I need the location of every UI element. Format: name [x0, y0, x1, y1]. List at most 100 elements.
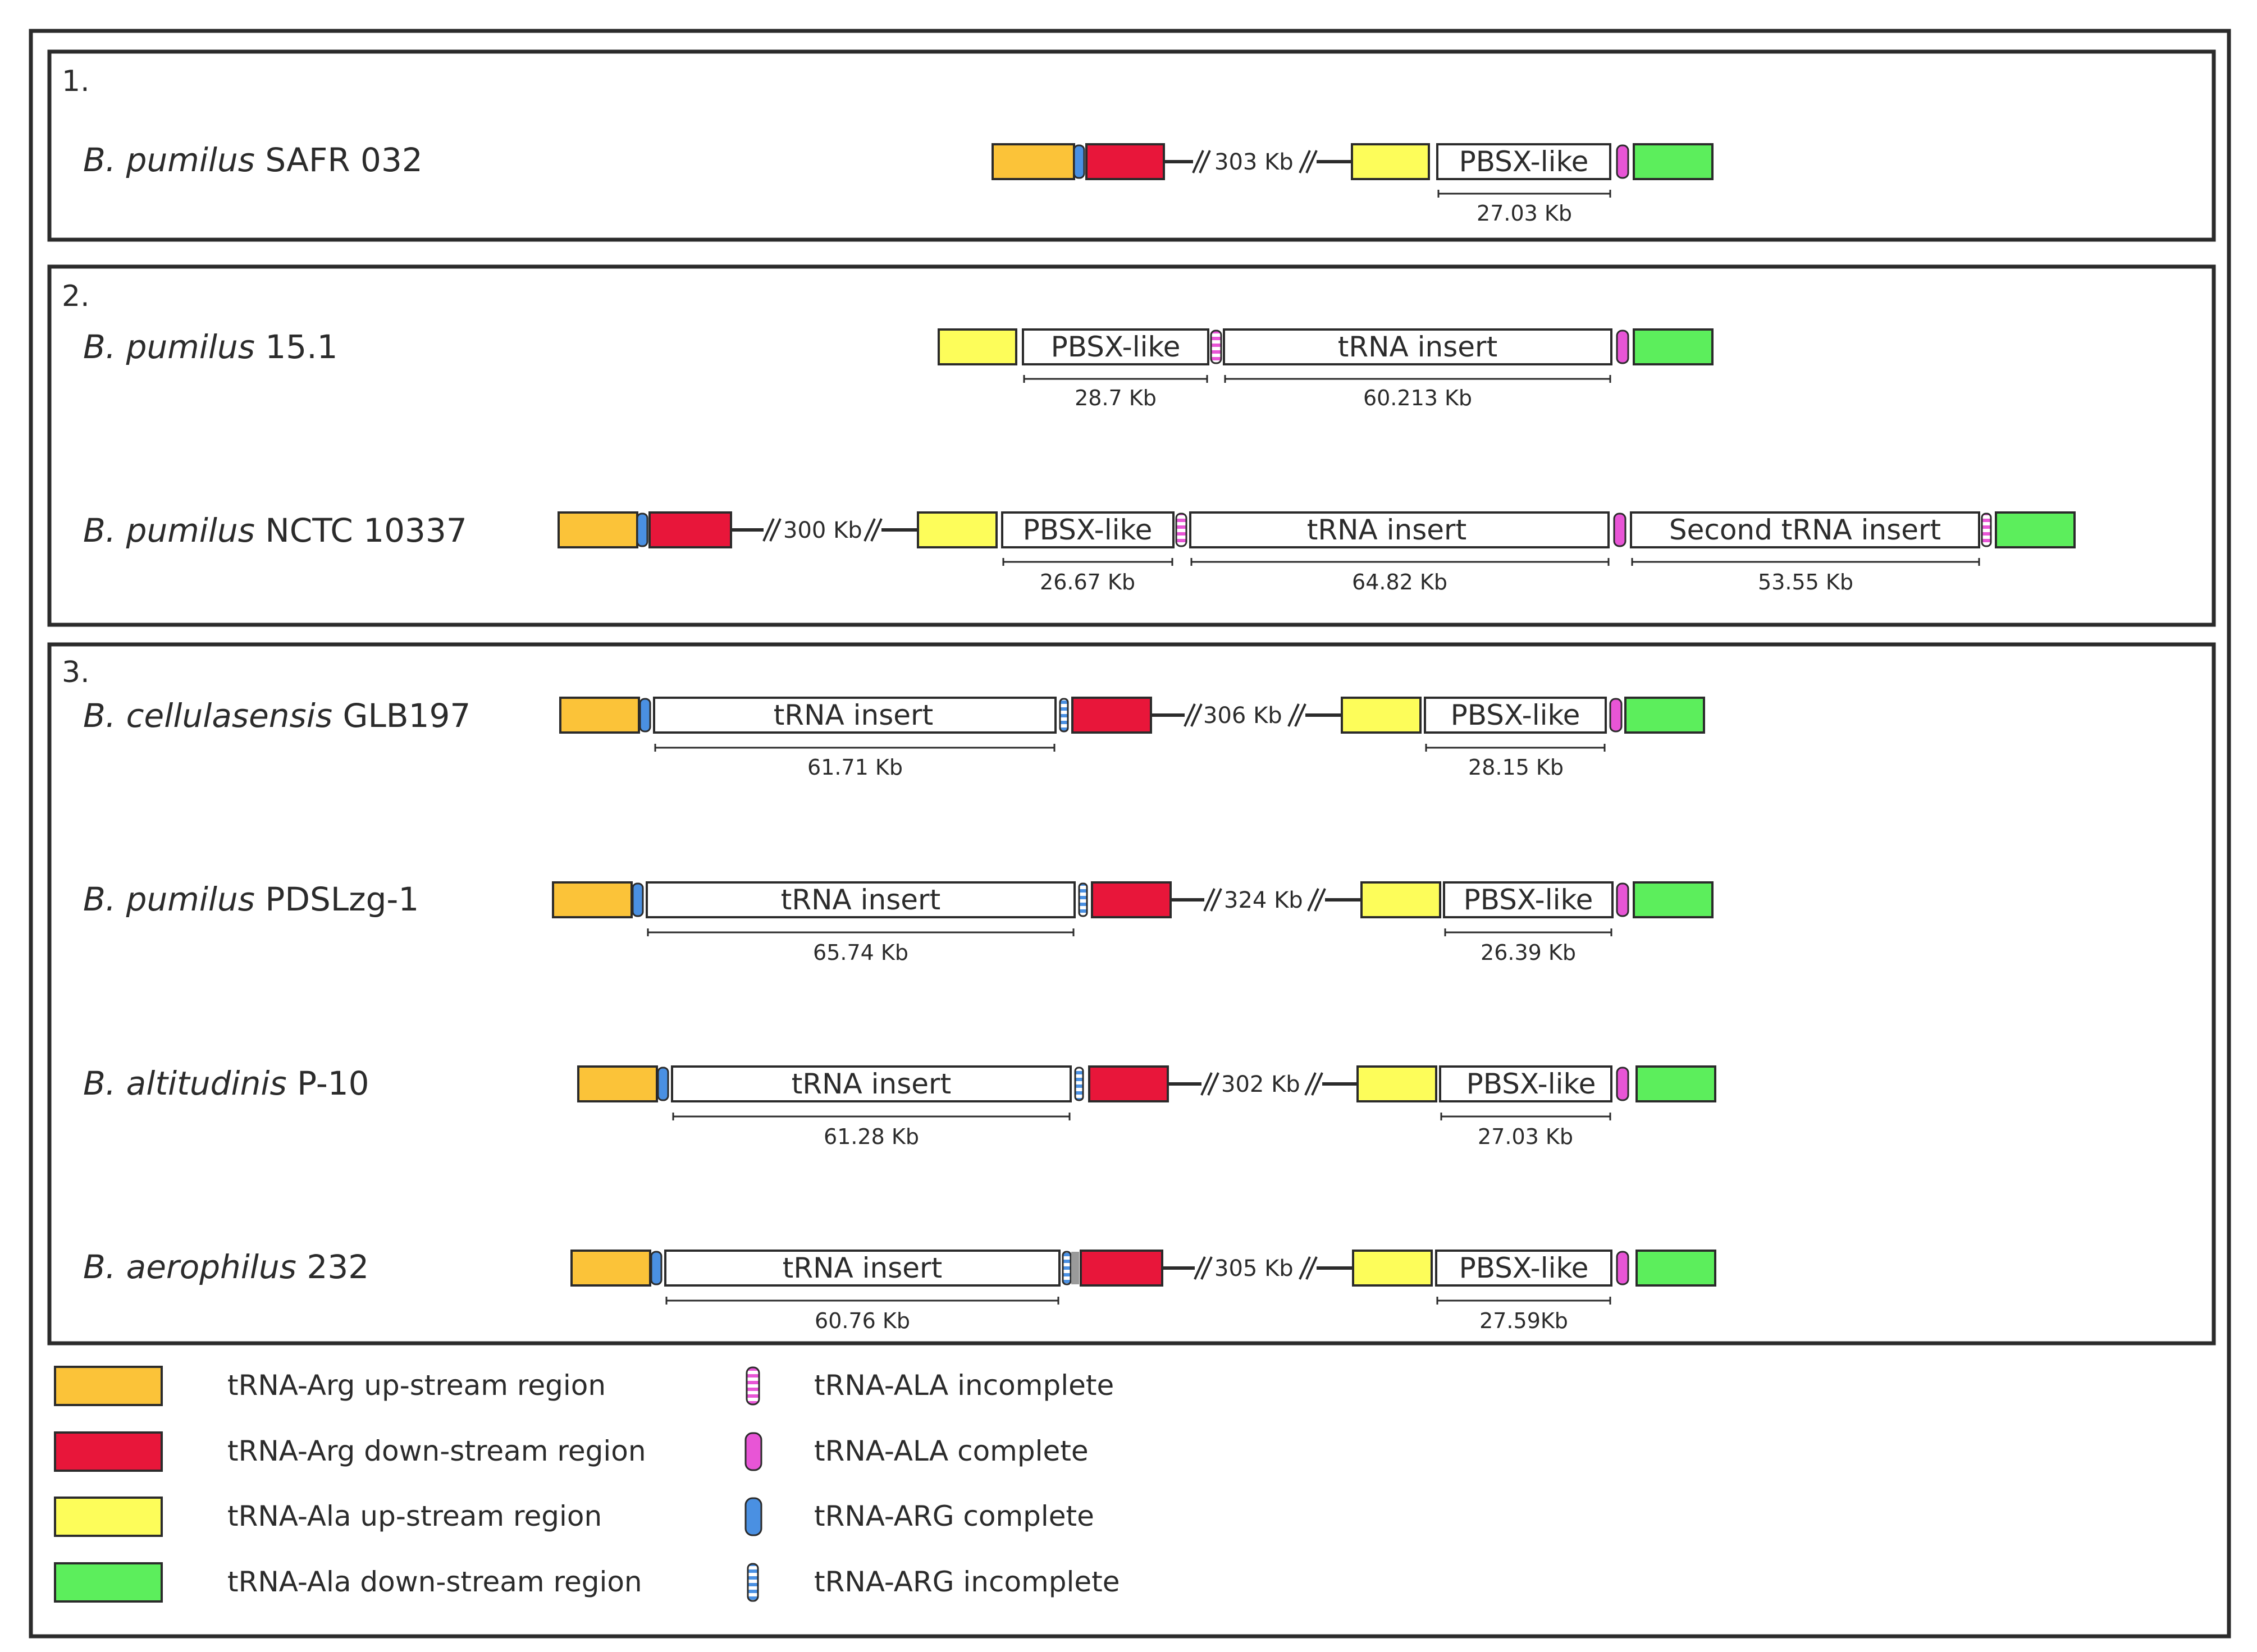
legend: tRNA-Arg up-stream region tRNA-Arg down-…: [54, 1366, 1120, 1603]
group-2-panel: [47, 264, 2216, 627]
legend-label: tRNA-ALA complete: [814, 1435, 1089, 1467]
gap-distance-label: 302 Kb: [1221, 1072, 1300, 1097]
trna-arg-complete-marker: [650, 1251, 663, 1285]
pbsx-size-label: 28.7 Kb: [1075, 386, 1157, 410]
trna-ala-downstream-block: [1633, 881, 1714, 918]
pbsx-size-label: 26.39 Kb: [1481, 940, 1576, 965]
pbsx-like-label: PBSX-like: [1464, 884, 1593, 916]
trna-insert-block: [664, 1250, 1061, 1287]
row-glb197: B. cellulasensis GLB197 tRNA insert 306 …: [83, 697, 1705, 780]
trna-arg-incomplete-marker: [1078, 882, 1088, 917]
legend-swatch-arg-downstream: [54, 1431, 163, 1472]
trna-arg-upstream-block: [577, 1065, 658, 1102]
trna-ala-complete-marker: [1616, 1067, 1629, 1101]
trna-insert-size-label: 61.28 Kb: [824, 1124, 919, 1149]
trna-arg-upstream-block: [992, 143, 1075, 180]
trna-arg-upstream-block: [558, 511, 638, 548]
species-label: B. pumilus PDSLzg-1: [83, 880, 419, 918]
pbsx-size-bracket: [1444, 928, 1612, 936]
trna-arg-incomplete-marker: [1074, 1067, 1084, 1101]
pbsx-like-block: [1022, 328, 1209, 365]
pbsx-like-block: [1439, 1065, 1612, 1102]
gap-distance-label: 303 Kb: [1214, 149, 1294, 175]
legend-label: tRNA-Ala down-stream region: [227, 1566, 642, 1598]
gap-distance-label: 324 Kb: [1224, 887, 1303, 913]
pbsx-like-block: [1443, 881, 1614, 918]
pbsx-like-label: PBSX-like: [1466, 1068, 1596, 1100]
trna-arg-downstream-block: [1085, 143, 1165, 180]
trna-ala-complete-marker: [1616, 1251, 1629, 1285]
trna-insert-block: [1189, 511, 1610, 548]
trna-arg-upstream-block: [570, 1250, 651, 1287]
group-3-number: 3.: [62, 656, 90, 689]
trna-insert-block: [646, 881, 1076, 918]
legend-label: tRNA-ALA incomplete: [814, 1369, 1114, 1402]
row-safr-032: B. pumilus SAFR 032 303 Kb PBSX-like 27.…: [83, 141, 1714, 226]
pbsx-like-block: [1435, 1250, 1612, 1287]
break-mark-left: [1200, 1072, 1213, 1096]
grey-spacer-block: [1071, 1252, 1079, 1284]
legend-label: tRNA-ARG incomplete: [814, 1566, 1120, 1598]
break-mark-right: [1287, 703, 1300, 727]
legend-label: tRNA-Ala up-stream region: [227, 1500, 602, 1532]
outer-frame: [29, 29, 2231, 1639]
trna-arg-downstream-block: [1080, 1250, 1163, 1287]
trna-arg-downstream-block: [1088, 1065, 1169, 1102]
row-pdslzg-1: B. pumilus PDSLzg-1 tRNA insert 324 Kb P…: [83, 880, 1714, 965]
trna-insert-size-bracket: [647, 928, 1075, 936]
gap-distance-label: 306 Kb: [1203, 703, 1282, 729]
trna-arg-complete-marker: [657, 1067, 669, 1101]
group-3-panel: [47, 642, 2216, 1346]
pbsx-like-label: PBSX-like: [1051, 331, 1181, 363]
break-mark-left: [1184, 703, 1196, 727]
trna-ala-downstream-block: [1635, 1065, 1716, 1102]
pbsx-like-label: PBSX-like: [1459, 145, 1589, 178]
trna-ala-upstream-block: [917, 511, 998, 548]
second-trna-insert-block: [1630, 511, 1980, 548]
trna-arg-upstream-block: [559, 697, 640, 734]
trna-insert-size-label: 65.74 Kb: [813, 940, 908, 965]
species-label: B. cellulasensis GLB197: [83, 697, 470, 735]
trna-insert-label: tRNA insert: [781, 884, 940, 916]
pbsx-size-label: 27.59Kb: [1479, 1308, 1568, 1333]
trna-insert-label: tRNA insert: [1307, 514, 1466, 546]
pbsx-like-label: PBSX-like: [1459, 1252, 1589, 1284]
trna-ala-incomplete-marker: [1210, 330, 1222, 364]
species-label: B. pumilus SAFR 032: [83, 141, 423, 179]
second-trna-insert-label: Second tRNA insert: [1669, 514, 1941, 546]
break-mark-left: [1203, 888, 1216, 912]
pbsx-size-bracket: [1436, 1297, 1611, 1305]
trna-insert-label: tRNA insert: [792, 1068, 951, 1100]
pbsx-size-bracket: [1440, 1113, 1611, 1120]
pbsx-like-block: [1436, 143, 1611, 180]
trna-arg-upstream-block: [552, 881, 633, 918]
trna-ala-complete-marker: [1616, 882, 1629, 917]
trna-insert-size-label: 60.213 Kb: [1363, 386, 1472, 410]
trna-insert-size-label: 60.76 Kb: [815, 1308, 910, 1333]
trna-arg-complete-marker: [636, 512, 648, 547]
trna-insert-label: tRNA insert: [774, 699, 933, 731]
trna-ala-downstream-block: [1995, 511, 2076, 548]
trna-insert-label: tRNA insert: [783, 1252, 942, 1284]
legend-label: tRNA-ARG complete: [814, 1500, 1094, 1532]
break-mark-left: [1192, 150, 1204, 173]
pbsx-size-label: 26.67 Kb: [1040, 570, 1135, 594]
group-2-number: 2.: [62, 280, 90, 313]
gap-distance-label: 300 Kb: [783, 518, 862, 543]
trna-arg-complete-icon: [744, 1497, 762, 1536]
trna-ala-upstream-block: [1352, 1250, 1433, 1287]
trna-ala-downstream-block: [1633, 328, 1714, 365]
pbsx-size-bracket: [1023, 375, 1208, 383]
species-label: B. aerophilus 232: [83, 1248, 369, 1286]
species-label: B. altitudinis P-10: [83, 1064, 369, 1102]
legend-swatch-arg-upstream: [54, 1366, 163, 1406]
pbsx-size-label: 28.15 Kb: [1468, 755, 1564, 780]
trna-ala-downstream-block: [1624, 697, 1705, 734]
trna-ala-upstream-block: [1360, 881, 1441, 918]
legend-swatch-ala-upstream: [54, 1497, 163, 1537]
break-mark-right: [1299, 150, 1311, 173]
trna-insert-block: [653, 697, 1057, 734]
legend-label: tRNA-Arg down-stream region: [227, 1435, 646, 1467]
trna-ala-upstream-block: [938, 328, 1017, 365]
